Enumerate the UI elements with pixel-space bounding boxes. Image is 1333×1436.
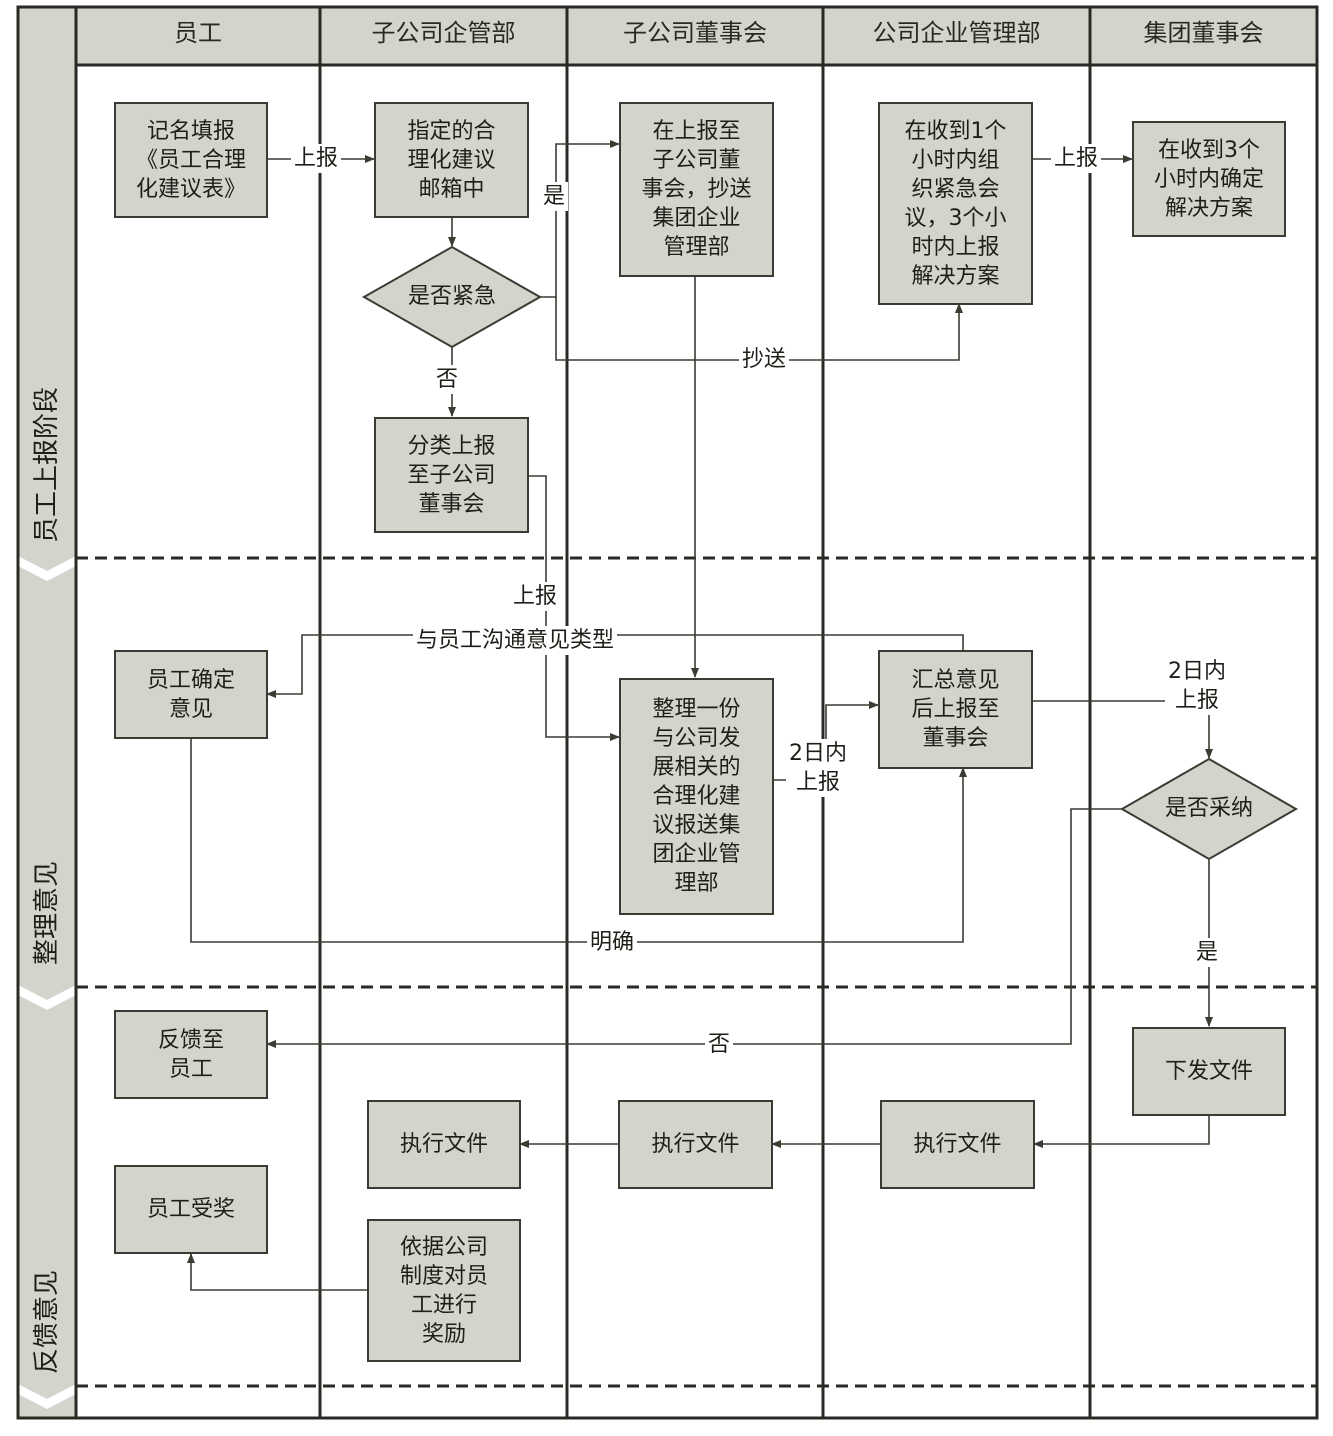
lane-header-sub-mgmt: 子公司企管部 [371, 19, 516, 47]
edge-communicate [266, 634, 964, 698]
edge-label-yes-1: 是 [540, 182, 569, 211]
node-staff-confirm: 员工确定 意见 [114, 650, 268, 739]
edge-label-communicate: 与员工沟通意见类型 [413, 626, 618, 655]
edge-issue-to-exec [1033, 1114, 1210, 1148]
lane-header-staff: 员工 [174, 19, 222, 47]
edge-label-report-3: 上报 [510, 582, 561, 611]
edge-label-within-2-days-b: 2日内 上报 [1165, 657, 1229, 715]
lane-header-sub-board: 子公司董事会 [623, 19, 767, 47]
edge-label-report-2: 上报 [1051, 144, 1102, 173]
node-execute-sub-board: 执行文件 [618, 1100, 773, 1189]
node-execute-sub-mgmt: 执行文件 [367, 1100, 521, 1189]
edge-label-within-2-days-a: 2日内 上报 [786, 739, 850, 797]
node-report-board: 在上报至 子公司董 事会，抄送 集团企业 管理部 [619, 102, 774, 277]
node-decide-solution: 在收到3个 小时内确定 解决方案 [1132, 121, 1286, 237]
phase-label-feedback: 反馈意见 [32, 1269, 62, 1374]
node-urgent-decision: 是否紧急 [407, 284, 496, 309]
phase-chevron-3 [18, 1384, 76, 1409]
edge-label-report-1: 上报 [291, 144, 342, 173]
node-classify-report: 分类上报 至子公司 董事会 [374, 417, 529, 533]
node-summary-report: 汇总意见 后上报至 董事会 [878, 650, 1033, 769]
edge-label-no-1: 否 [433, 365, 462, 394]
edge-label-clear: 明确 [587, 928, 638, 957]
edge-reward-rule-to-reward [187, 1253, 367, 1291]
node-issue-document: 下发文件 [1132, 1027, 1286, 1116]
header-band [76, 7, 1317, 65]
edge-label-no-2: 否 [705, 1030, 734, 1059]
node-adopt-decision: 是否采纳 [1164, 796, 1253, 821]
node-report-form: 记名填报 《员工合理 化建议表》 [114, 102, 268, 218]
lane-header-corp-mgmt: 公司企业管理部 [872, 19, 1041, 47]
edge-confirm-to-summary [190, 738, 967, 943]
phase-chevron-2 [18, 985, 76, 1010]
lane-header-group-board: 集团董事会 [1143, 19, 1264, 47]
node-execute-corp-mgmt: 执行文件 [880, 1100, 1035, 1189]
phase-chevron-1 [18, 556, 76, 581]
node-mailbox: 指定的合 理化建议 邮箱中 [374, 102, 529, 218]
edge-label-yes-2: 是 [1193, 938, 1222, 967]
node-reward-by-rule: 依据公司 制度对员 工进行 奖励 [367, 1219, 521, 1362]
phase-label-organize: 整理意见 [32, 860, 62, 965]
phase-label-report: 员工上报阶段 [32, 386, 62, 543]
node-staff-rewarded: 员工受奖 [114, 1165, 268, 1254]
phase-column [18, 7, 76, 1418]
node-urgent-meeting: 在收到1个 小时内组 织紧急会 议，3个小 时内上报 解决方案 [878, 102, 1033, 305]
node-compile-suggestion: 整理一份 与公司发 展相关的 合理化建 议报送集 团企业管 理部 [619, 678, 774, 915]
edge-adopt-no [266, 808, 1122, 1048]
node-feedback-staff: 反馈至 员工 [114, 1010, 268, 1099]
outer-frame [16, 5, 1319, 1420]
edge-urgent-yes [540, 140, 620, 298]
edge-label-cc: 抄送 [739, 345, 790, 374]
